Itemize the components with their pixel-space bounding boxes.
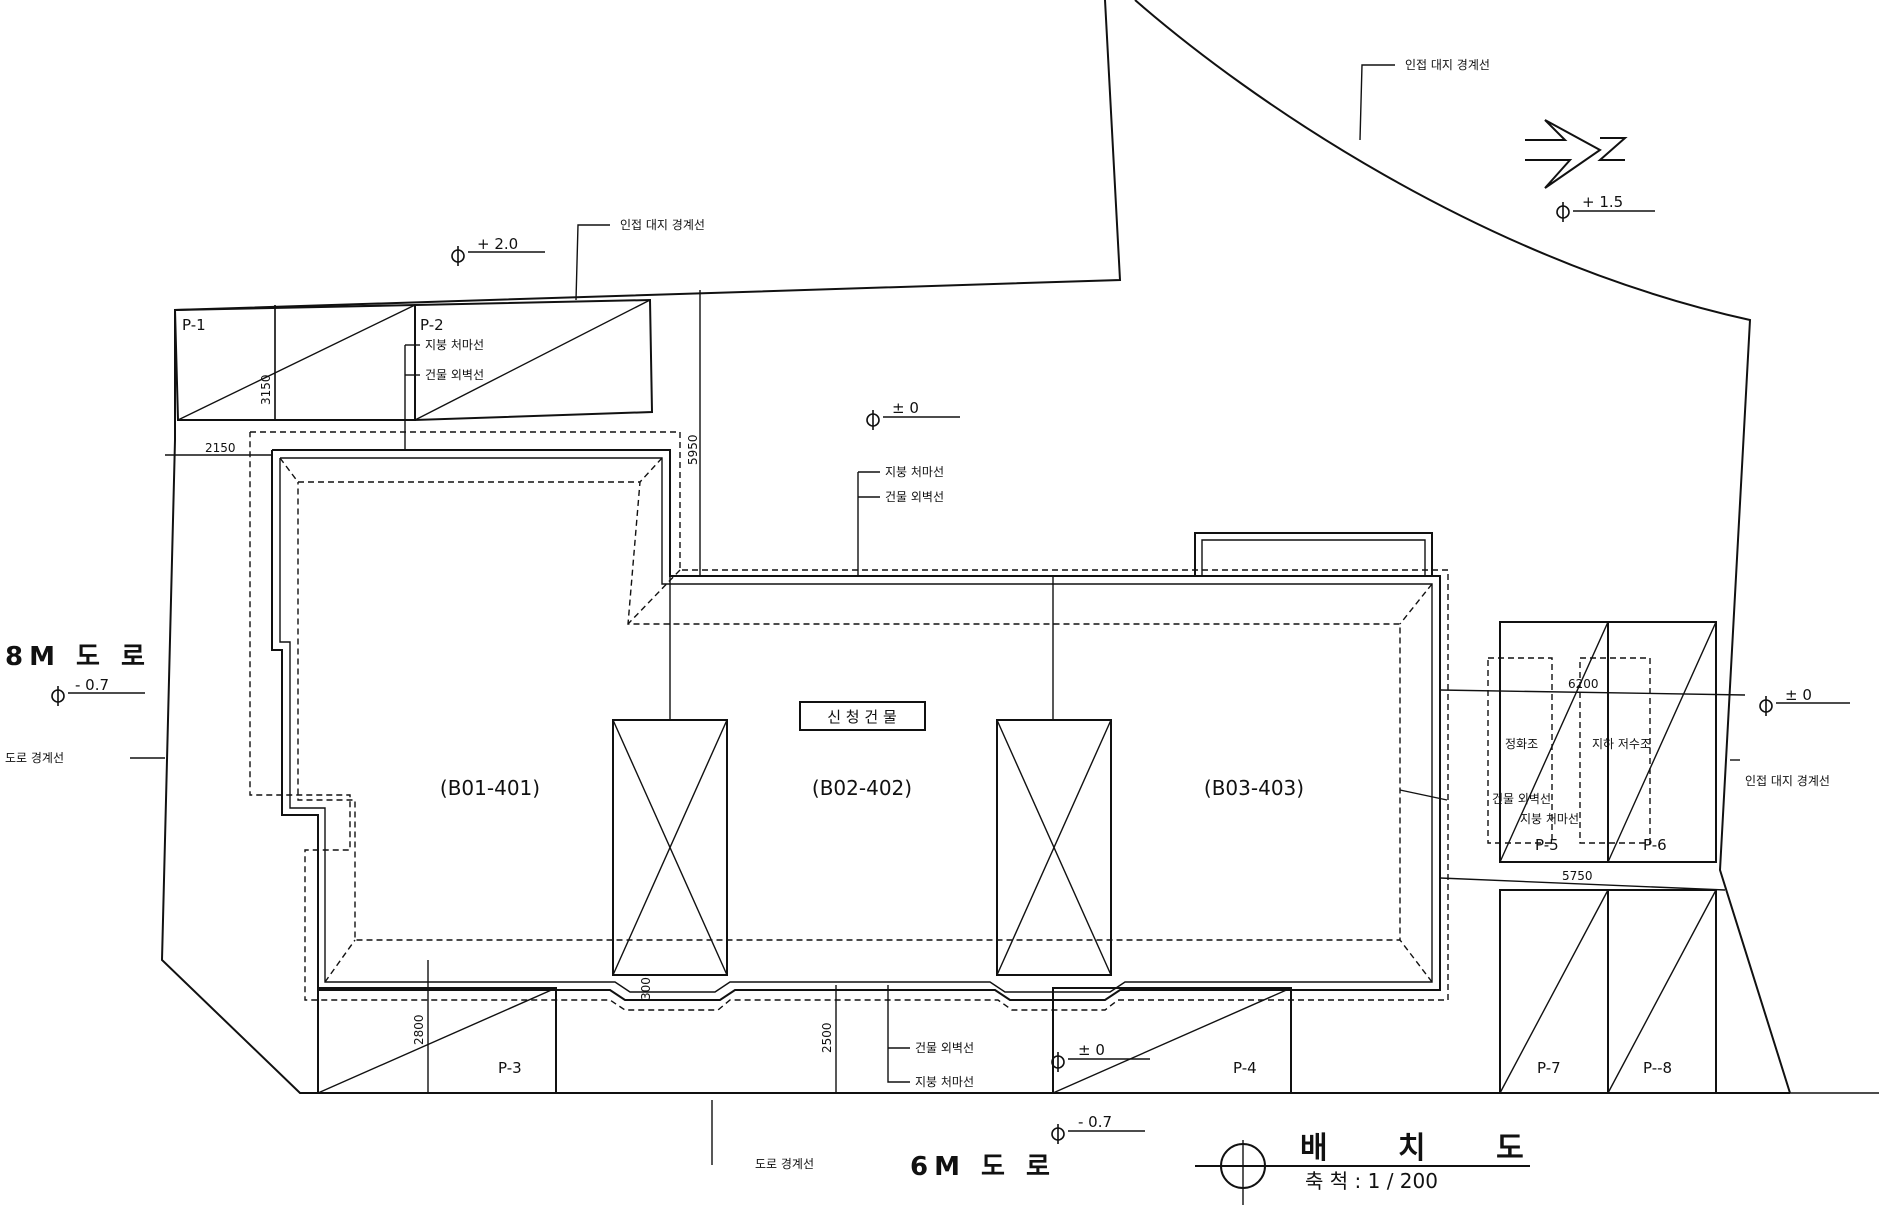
elevation-bottom-mid-label: ± 0 xyxy=(1078,1041,1105,1059)
label-p7: P-7 xyxy=(1537,1059,1561,1077)
septic-label: 정화조 xyxy=(1505,737,1538,751)
elevation-top-left xyxy=(451,246,545,266)
elevation-right xyxy=(1759,696,1850,716)
north-arrow-icon xyxy=(1525,119,1628,189)
site-boundary xyxy=(160,0,1879,1094)
elevation-top-left-label: + 2.0 xyxy=(477,235,518,253)
parking-bay-p2 xyxy=(414,298,654,422)
core-box-2 xyxy=(996,719,1112,976)
label-p2: P-2 xyxy=(420,316,444,334)
dim-2800: 2800 xyxy=(412,1014,426,1045)
callout-leaders xyxy=(130,64,1740,1165)
adjacent-lot-boundary-top xyxy=(160,0,1790,1094)
elevation-center-label: ± 0 xyxy=(892,399,919,417)
unit-b02: (B02-402) xyxy=(812,776,912,800)
core-box-1 xyxy=(612,719,728,976)
label-p1: P-1 xyxy=(182,316,206,334)
drawing-scale: 축 척 : 1 / 200 xyxy=(1305,1169,1438,1193)
callout-wall-line-3: 건물 외벽선 xyxy=(1492,792,1551,806)
road-left-label: 8M 도 로 xyxy=(5,642,151,672)
parking-bay-p8 xyxy=(1607,889,1717,1094)
label-p3: P-3 xyxy=(498,1059,522,1077)
callout-wall-line-4: 건물 외벽선 xyxy=(915,1041,974,1055)
callout-road-boundary-bottom: 도로 경계선 xyxy=(755,1157,814,1171)
parking-top xyxy=(173,298,654,422)
callout-adjacent-boundary-right: 인접 대지 경계선 xyxy=(1745,774,1830,788)
elevation-left-road-label: - 0.7 xyxy=(75,676,109,694)
elevation-bottom-label: - 0.7 xyxy=(1078,1113,1112,1131)
parking-bay-p4 xyxy=(1052,987,1292,1094)
label-p4: P-4 xyxy=(1233,1059,1257,1077)
building-label: 신 청 건 물 xyxy=(827,708,897,726)
building-label-box xyxy=(799,701,926,731)
dim-3150: 3150 xyxy=(259,374,273,405)
elevation-bottom-mid xyxy=(1051,1052,1150,1072)
callout-road-boundary-left: 도로 경계선 xyxy=(5,751,64,765)
parking-bottom xyxy=(317,987,1292,1094)
elevation-top-right xyxy=(1556,202,1655,222)
elevation-right-label: ± 0 xyxy=(1785,686,1812,704)
dim-5750: 5750 xyxy=(1562,869,1593,883)
parking-bay-p3 xyxy=(317,987,557,1094)
road-bottom-label: 6M 도 로 xyxy=(910,1152,1056,1182)
parking-right xyxy=(1487,621,1717,1094)
label-p8: P--8 xyxy=(1643,1059,1672,1077)
elevation-markers xyxy=(51,202,1850,1144)
elevation-bottom xyxy=(1051,1124,1145,1144)
tank-label: 지하 저수조 xyxy=(1592,737,1651,751)
dim-5950: 5950 xyxy=(686,434,700,465)
dim-2150: 2150 xyxy=(205,441,236,455)
callout-adjacent-boundary-top-right: 인접 대지 경계선 xyxy=(1405,58,1490,72)
callout-roof-eave-3: 지붕 처마선 xyxy=(1520,812,1579,826)
unit-b01: (B01-401) xyxy=(440,776,540,800)
drawing-title: 배 치 도 xyxy=(1300,1131,1554,1166)
dim-2500: 2500 xyxy=(820,1022,834,1053)
callout-adjacent-boundary-top: 인접 대지 경계선 xyxy=(620,218,705,232)
callout-roof-eave-2: 지붕 처마선 xyxy=(885,465,944,479)
callout-wall-line-2: 건물 외벽선 xyxy=(885,490,944,504)
callout-wall-line-1: 건물 외벽선 xyxy=(425,368,484,382)
callout-roof-eave-1: 지붕 처마선 xyxy=(425,338,484,352)
dim-6200: 6200 xyxy=(1568,677,1599,691)
building xyxy=(249,431,1449,1011)
dim-300: 300 xyxy=(639,977,653,1000)
elevation-top-right-label: + 1.5 xyxy=(1582,193,1623,211)
unit-b03: (B03-403) xyxy=(1204,776,1304,800)
elevation-center xyxy=(866,410,960,430)
label-p6: P-6 xyxy=(1643,836,1667,854)
adjacent-lot-boundary-right xyxy=(1134,0,1791,1094)
label-p5: P-5 xyxy=(1535,836,1559,854)
elevation-left-road xyxy=(51,686,145,706)
title-block xyxy=(1195,1140,1530,1205)
callout-roof-eave-4: 지붕 처마선 xyxy=(915,1075,974,1089)
dimension-lines xyxy=(165,290,1746,1093)
parking-bay-p6 xyxy=(1607,621,1717,863)
